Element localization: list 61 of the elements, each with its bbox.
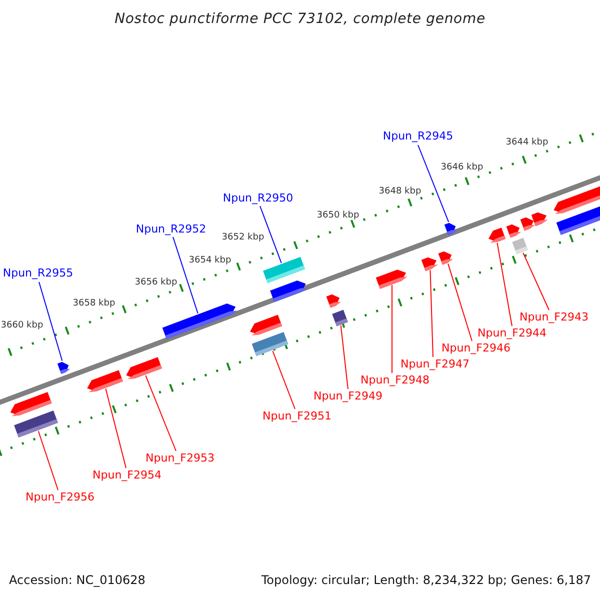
leader-line	[260, 206, 282, 264]
gene-block	[332, 310, 348, 326]
gene-glyph	[57, 362, 70, 374]
leader-line	[522, 252, 550, 310]
gene-label: Npun_F2956	[26, 492, 94, 502]
position-label: 3658 kbp	[72, 300, 116, 308]
gene-glyph	[126, 357, 162, 380]
gene-glyph	[250, 314, 282, 336]
gene-glyph	[270, 280, 308, 302]
gene-block	[14, 410, 58, 438]
leader-line	[418, 144, 450, 222]
leader-line	[105, 388, 126, 468]
gene-block	[263, 256, 305, 284]
gene-label: Npun_F2954	[92, 470, 162, 480]
gene-glyph	[87, 370, 123, 392]
gene-label: Npun_R2952	[136, 224, 206, 234]
accession-text: Accession: NC_010628	[9, 574, 146, 586]
gene-label: Npun_F2944	[478, 328, 546, 338]
leader-line	[145, 375, 176, 452]
gene-glyph	[162, 304, 238, 339]
leader-line	[496, 242, 512, 326]
gene-glyph	[444, 222, 458, 235]
gene-label: Npun_F2953	[146, 452, 214, 464]
gene-label: Npun_F2943	[520, 312, 588, 322]
gene-block	[252, 332, 288, 356]
gene-glyph	[531, 212, 548, 226]
leader-line	[340, 324, 348, 390]
leader-line	[38, 282, 63, 362]
gene-glyph	[506, 224, 522, 238]
position-label: 3648 kbp	[378, 188, 422, 196]
gene-label: Npun_F2948	[360, 374, 430, 386]
gene-glyph	[520, 217, 536, 231]
gene-glyph	[376, 270, 408, 289]
gene-block	[556, 205, 600, 235]
gene-label: Npun_F2951	[262, 410, 332, 422]
leader-line	[448, 263, 472, 342]
position-label: 3646 kbp	[440, 164, 484, 172]
gene-label: Npun_R2955	[2, 268, 74, 278]
position-label: 3660 kbp	[0, 322, 44, 330]
gene-glyph	[488, 228, 506, 243]
leader-line	[38, 430, 58, 490]
position-label: 3656 kbp	[134, 278, 178, 288]
gene-glyph	[421, 257, 438, 272]
gene-glyph	[326, 294, 342, 308]
position-label: 3654 kbp	[188, 256, 232, 266]
gene-label: Npun_F2949	[314, 390, 382, 402]
gene-label: Npun_R2950	[222, 192, 294, 204]
gene-glyph	[438, 251, 454, 265]
leader-line	[172, 236, 198, 314]
genome-summary-text: Topology: circular; Length: 8,234,322 bp; Genes: 6,187	[261, 574, 591, 586]
position-label: 3652 kbp	[222, 234, 264, 242]
gene-glyph	[10, 392, 52, 416]
leader-line	[272, 350, 296, 410]
gene-block	[512, 238, 528, 254]
gene-label: Npun_F2946	[442, 342, 510, 354]
leader-line	[430, 270, 434, 358]
position-label: 3644 kbp	[506, 138, 548, 148]
diagram-title: Nostoc punctiforme PCC 73102, complete genome	[114, 10, 486, 29]
position-label: 3650 kbp	[316, 212, 360, 220]
gene-label: Npun_F2947	[400, 358, 470, 370]
gene-label: Npun_R2945	[382, 130, 454, 142]
